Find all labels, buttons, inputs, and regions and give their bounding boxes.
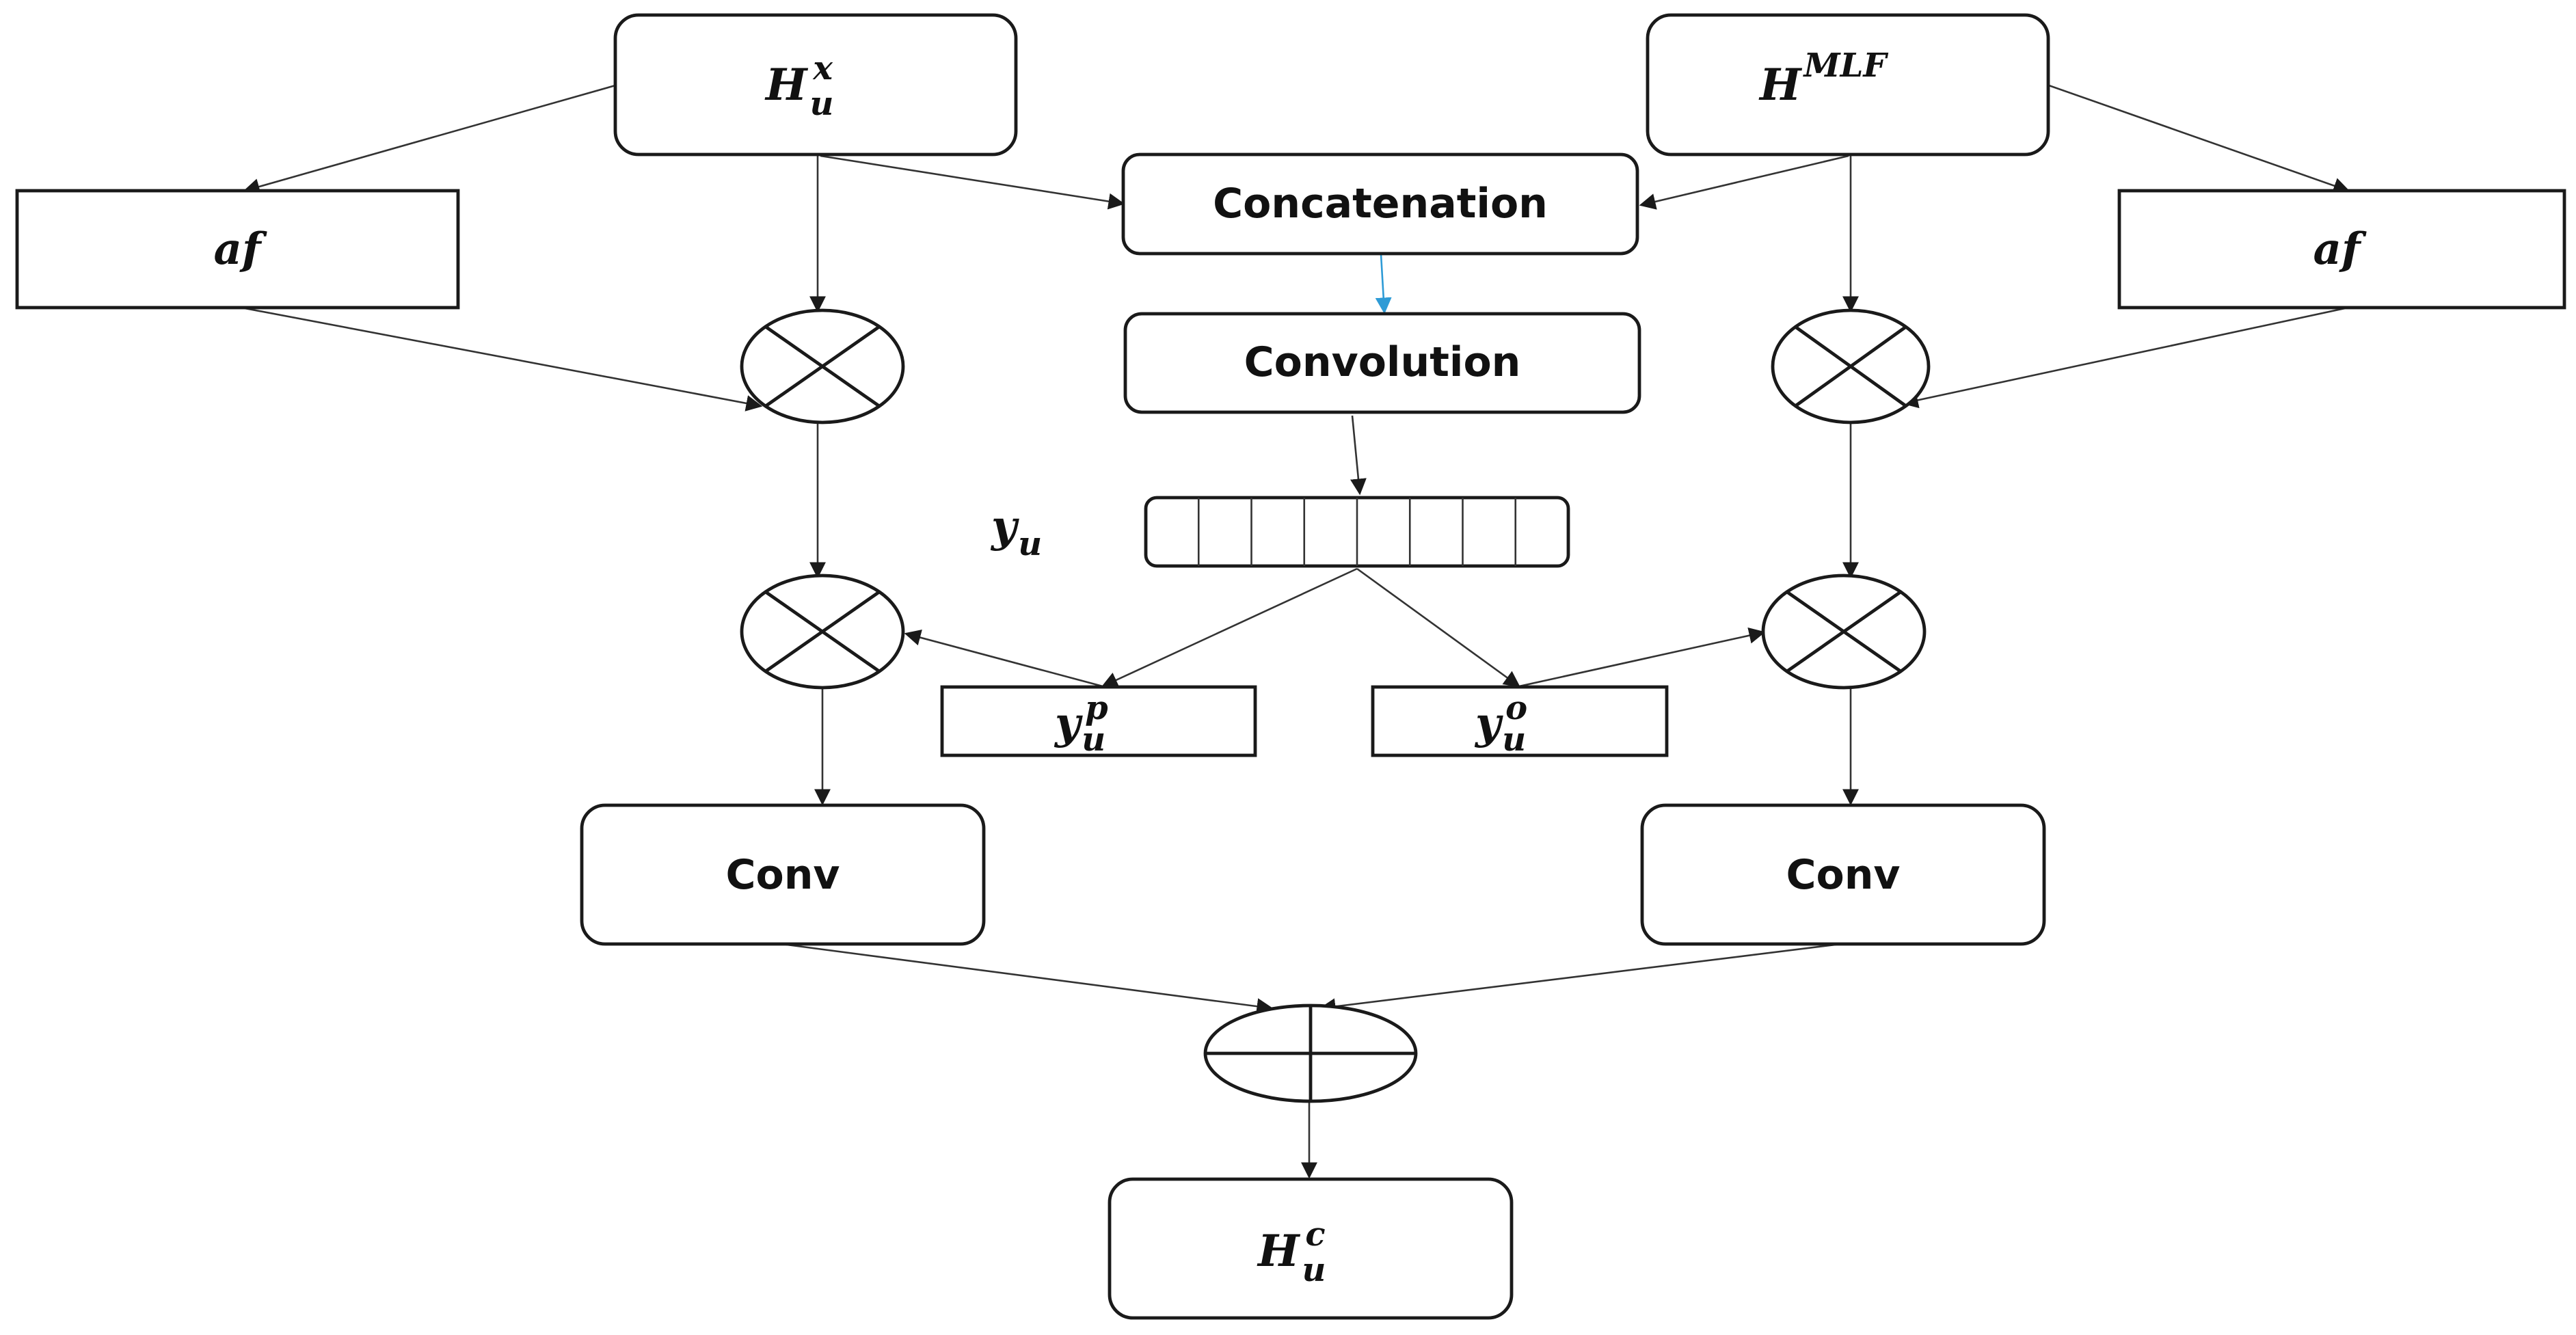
h-u-c-sup: c bbox=[1305, 1215, 1325, 1254]
svg-text:yuo: yuo bbox=[1474, 689, 1527, 759]
svg-text:yu: yu bbox=[990, 501, 1042, 563]
h-u-x-sub: u bbox=[809, 85, 833, 123]
y-u-o-base: y bbox=[1474, 698, 1503, 749]
add-operator bbox=[1203, 1003, 1418, 1103]
node-h-u-c: Huc bbox=[1108, 1177, 1514, 1320]
node-y-u-o: yuo bbox=[1371, 685, 1669, 759]
edge-hmlf-to-concatenation bbox=[1639, 154, 1849, 210]
svg-text:Hux: Hux bbox=[764, 49, 833, 123]
node-af-left: af bbox=[15, 189, 460, 310]
y-u-base: y bbox=[990, 501, 1019, 552]
edge-af-left-to-multiply-left-top bbox=[244, 307, 763, 412]
node-convolution: Convolution bbox=[1123, 312, 1641, 414]
edge-yu-to-yuo bbox=[1356, 567, 1520, 688]
multiply-right-bottom bbox=[1761, 574, 1927, 690]
conv-right-label: Conv bbox=[1786, 851, 1900, 899]
node-y-u-p: yup bbox=[940, 685, 1257, 759]
multiply-left-top bbox=[740, 308, 905, 424]
af-left-label: af bbox=[214, 224, 267, 275]
h-u-x-base: H bbox=[764, 59, 809, 111]
svg-text:HMLF: HMLF bbox=[1758, 46, 1888, 111]
concatenation-label: Concatenation bbox=[1213, 180, 1548, 228]
connectors bbox=[243, 84, 2350, 1179]
multiply-left-bottom bbox=[740, 574, 905, 690]
h-mlf-base: H bbox=[1758, 59, 1803, 111]
y-u-o-sub: u bbox=[1502, 720, 1526, 759]
conv-left-label: Conv bbox=[725, 851, 840, 899]
y-u-p-sup: p bbox=[1085, 689, 1108, 727]
edge-yu-to-yup bbox=[1101, 567, 1358, 688]
edge-hmlf-to-af-right bbox=[2048, 84, 2350, 194]
convolution-label: Convolution bbox=[1244, 338, 1521, 386]
node-h-u-x: Hux bbox=[613, 13, 1018, 157]
node-y-u: yu bbox=[990, 496, 1570, 568]
y-u-o-sup: o bbox=[1505, 689, 1527, 727]
node-concatenation: Concatenation bbox=[1121, 152, 1639, 256]
y-u-p-sub: u bbox=[1082, 720, 1105, 759]
edge-hux-to-af-left bbox=[243, 84, 616, 195]
edge-yuo-to-multiply-right-bottom bbox=[1518, 627, 1766, 688]
edge-concatenation-to-convolution bbox=[1375, 254, 1392, 314]
multiply-right-top bbox=[1771, 308, 1931, 424]
svg-text:yup: yup bbox=[1054, 689, 1108, 759]
edge-conv-right-to-add bbox=[1319, 943, 1842, 1015]
y-u-sub: u bbox=[1018, 525, 1042, 563]
node-af-right: af bbox=[2117, 189, 2566, 310]
edge-af-right-to-multiply-right-top bbox=[1901, 307, 2346, 409]
af-right-label: af bbox=[2313, 224, 2367, 275]
y-u-p-base: y bbox=[1054, 698, 1083, 749]
edge-yup-to-multiply-left-bottom bbox=[904, 629, 1103, 688]
h-mlf-sup: MLF bbox=[1802, 46, 1888, 85]
svg-text:Huc: Huc bbox=[1257, 1215, 1326, 1289]
node-conv-left: Conv bbox=[580, 803, 986, 946]
node-conv-right: Conv bbox=[1640, 803, 2046, 946]
h-u-c-base: H bbox=[1257, 1226, 1301, 1277]
edge-convolution-to-yu bbox=[1350, 415, 1367, 496]
edge-conv-left-to-add bbox=[781, 943, 1274, 1015]
edge-hux-to-concatenation bbox=[820, 154, 1125, 210]
node-h-mlf: HMLF bbox=[1646, 13, 2050, 157]
h-u-x-sup: x bbox=[812, 49, 833, 87]
y-u-cells bbox=[1197, 498, 1517, 566]
h-u-c-sub: u bbox=[1302, 1251, 1326, 1289]
